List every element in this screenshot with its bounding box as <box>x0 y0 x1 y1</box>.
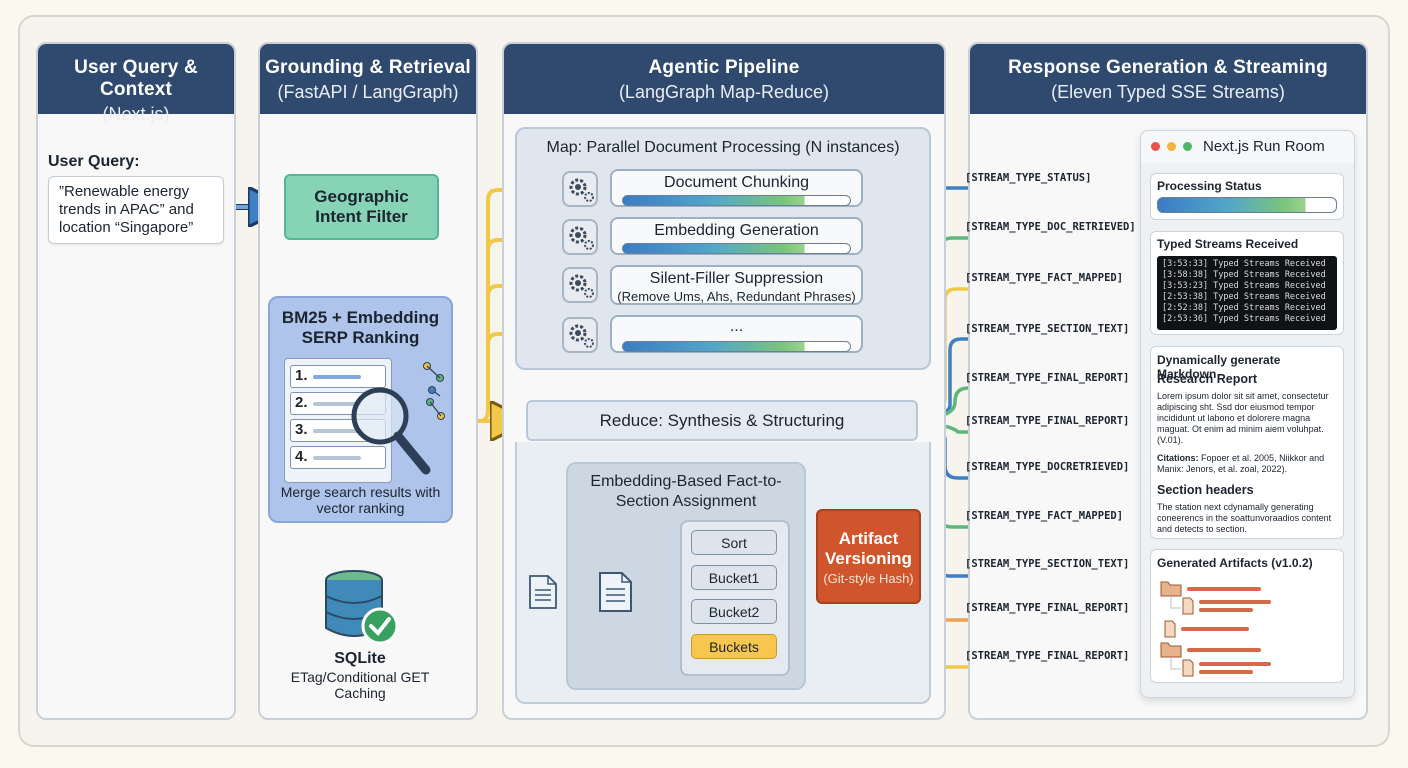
map-step-label: Document Chunking <box>664 174 809 191</box>
column-title: User Query & Context <box>74 57 198 100</box>
map-step-label: ... <box>729 318 744 335</box>
ranking-panel: BM25 + Embedding SERP Ranking 1. 2. 3. 4… <box>268 296 453 523</box>
stream-label: [STREAM_TYPE_DOC_RETRIEVED] <box>965 221 1136 233</box>
gear-icon <box>562 317 598 353</box>
progress-bar <box>622 243 851 254</box>
report-title: Research Report <box>1157 372 1258 386</box>
log-line: [2:52:38] Typed Streams Received <box>1162 303 1326 313</box>
log-line: [3:53:23] Typed Streams Received <box>1162 281 1326 291</box>
stream-log: [3:53:33] Typed Streams Received [3:58:3… <box>1157 256 1337 330</box>
user-query-label: User Query: <box>48 153 140 170</box>
column-title: Response Generation & Streaming <box>1008 57 1328 78</box>
sqlite-caption: ETag/Conditional GET Caching <box>290 669 430 701</box>
bucket-buckets: Buckets <box>691 634 777 659</box>
column-header: User Query & Context (Next.js) <box>38 44 234 124</box>
reduce-box: Reduce: Synthesis & Structuring <box>526 400 918 441</box>
log-line: [3:53:33] Typed Streams Received <box>1162 259 1326 269</box>
maximize-dot-icon[interactable] <box>1183 142 1192 151</box>
log-line: [3:58:38] Typed Streams Received <box>1162 270 1326 280</box>
list-item: 4. <box>290 446 386 469</box>
markdown-title: Dynamically generate Markdown <box>1157 353 1281 381</box>
markdown-report-card: Dynamically generate Markdown Research R… <box>1150 346 1344 539</box>
close-dot-icon[interactable] <box>1151 142 1160 151</box>
artifact-versioning: Artifact Versioning (Git-style Hash) <box>816 509 921 604</box>
ranking-title: BM25 + Embedding SERP Ranking <box>281 308 440 347</box>
progress-bar <box>622 341 851 352</box>
artifacts-title: Generated Artifacts (v1.0.2) <box>1157 556 1313 570</box>
minimize-dot-icon[interactable] <box>1167 142 1176 151</box>
bucket-1: Bucket1 <box>691 565 777 590</box>
user-query-text: ”Renewable energy trends in APAC” and lo… <box>48 176 224 244</box>
artifacts-card: Generated Artifacts (v1.0.2) <box>1150 549 1344 683</box>
log-line: [2:53:36] Typed Streams Received <box>1162 314 1326 324</box>
stream-label: [STREAM_TYPE_FINAL_REPORT] <box>965 650 1130 662</box>
map-step-sublabel: (Remove Ums, Ahs, Redundant Phrases) <box>617 289 856 304</box>
gear-icon <box>562 171 598 207</box>
citations: Citations: Fopoer et al. 2005, Niikkor a… <box>1157 453 1337 475</box>
map-step-box: Silent-Filler Suppression (Remove Ums, A… <box>610 265 863 305</box>
processing-progress-bar <box>1157 197 1337 213</box>
citations-body: Fopoer et al. 2005, Niikkor and Manix: J… <box>1157 453 1325 474</box>
assignment-title: Embedding-Based Fact-to-Section Assignme… <box>590 473 782 510</box>
map-step-label: Silent-Filler Suppression <box>649 270 824 287</box>
stream-label: [STREAM_TYPE_DOCRETRIEVED] <box>965 461 1130 473</box>
bucket-sort: Sort <box>691 530 777 555</box>
column-subtitle: (FastAPI / LangGraph) <box>277 82 459 102</box>
column-title: Grounding & Retrieval <box>265 57 471 78</box>
citations-label: Citations: <box>1157 453 1199 463</box>
bucket-2: Bucket2 <box>691 599 777 624</box>
gear-icon <box>562 219 598 255</box>
document-icon <box>529 575 557 609</box>
magnifier-icon <box>351 362 445 475</box>
artifact-title: Artifact Versioning <box>825 529 912 568</box>
log-line: [2:53:38] Typed Streams Received <box>1162 292 1326 302</box>
stream-label: [STREAM_TYPE_FACT_MAPPED] <box>965 510 1124 522</box>
gear-icon <box>562 267 598 303</box>
list-item: 1. <box>290 365 386 388</box>
column-subtitle: (Eleven Typed SSE Streams) <box>1051 82 1285 102</box>
database-icon <box>325 570 399 645</box>
report-body: Lorem ipsum dolor sit sit amet, consecte… <box>1157 391 1329 445</box>
map-step-box: Embedding Generation <box>610 217 863 255</box>
map-step-box: ... <box>610 315 863 353</box>
section-title: Section headers <box>1157 483 1254 497</box>
stream-label: [STREAM_TYPE_FINAL_REPORT] <box>965 602 1130 614</box>
column-subtitle: (LangGraph Map-Reduce) <box>618 82 830 102</box>
ranking-caption: Merge search results with vector ranking <box>280 484 441 516</box>
processing-status-title: Processing Status <box>1157 179 1262 193</box>
typed-streams-card: Typed Streams Received [3:53:33] Typed S… <box>1150 231 1344 335</box>
artifact-tree <box>1160 581 1271 677</box>
column-user-query: User Query & Context (Next.js) <box>36 42 236 720</box>
map-step-label: Embedding Generation <box>654 222 819 239</box>
map-step-box: Document Chunking <box>610 169 863 207</box>
column-title: Agentic Pipeline <box>648 57 800 78</box>
section-body: The station next cdynamally generating c… <box>1157 502 1332 534</box>
column-subtitle: (Next.js) <box>102 104 170 124</box>
progress-bar <box>622 195 851 206</box>
document-icon <box>599 572 632 612</box>
geographic-intent-filter: Geographic Intent Filter <box>284 174 439 240</box>
stream-label: [STREAM_TYPE_STATUS] <box>965 172 1092 184</box>
stream-label: [STREAM_TYPE_SECTION_TEXT] <box>965 558 1130 570</box>
column-header: Response Generation & Streaming (Eleven … <box>970 44 1366 114</box>
typed-streams-title: Typed Streams Received <box>1157 237 1299 251</box>
window-title: Next.js Run Room <box>1203 138 1325 155</box>
column-header: Agentic Pipeline (LangGraph Map-Reduce) <box>504 44 944 114</box>
stream-label: [STREAM_TYPE_FACT_MAPPED] <box>965 272 1124 284</box>
sqlite-title: SQLite <box>334 650 386 667</box>
processing-status-card: Processing Status <box>1150 173 1344 220</box>
map-title: Map: Parallel Document Processing (N ins… <box>546 139 900 156</box>
stream-label: [STREAM_TYPE_SECTION_TEXT] <box>965 323 1130 335</box>
window-titlebar: Next.js Run Room <box>1141 131 1354 163</box>
stream-label: [STREAM_TYPE_FINAL_REPORT] <box>965 415 1130 427</box>
column-header: Grounding & Retrieval (FastAPI / LangGra… <box>260 44 476 114</box>
artifact-subtitle: (Git-style Hash) <box>823 571 914 586</box>
stream-label: [STREAM_TYPE_FINAL_REPORT] <box>965 372 1130 384</box>
